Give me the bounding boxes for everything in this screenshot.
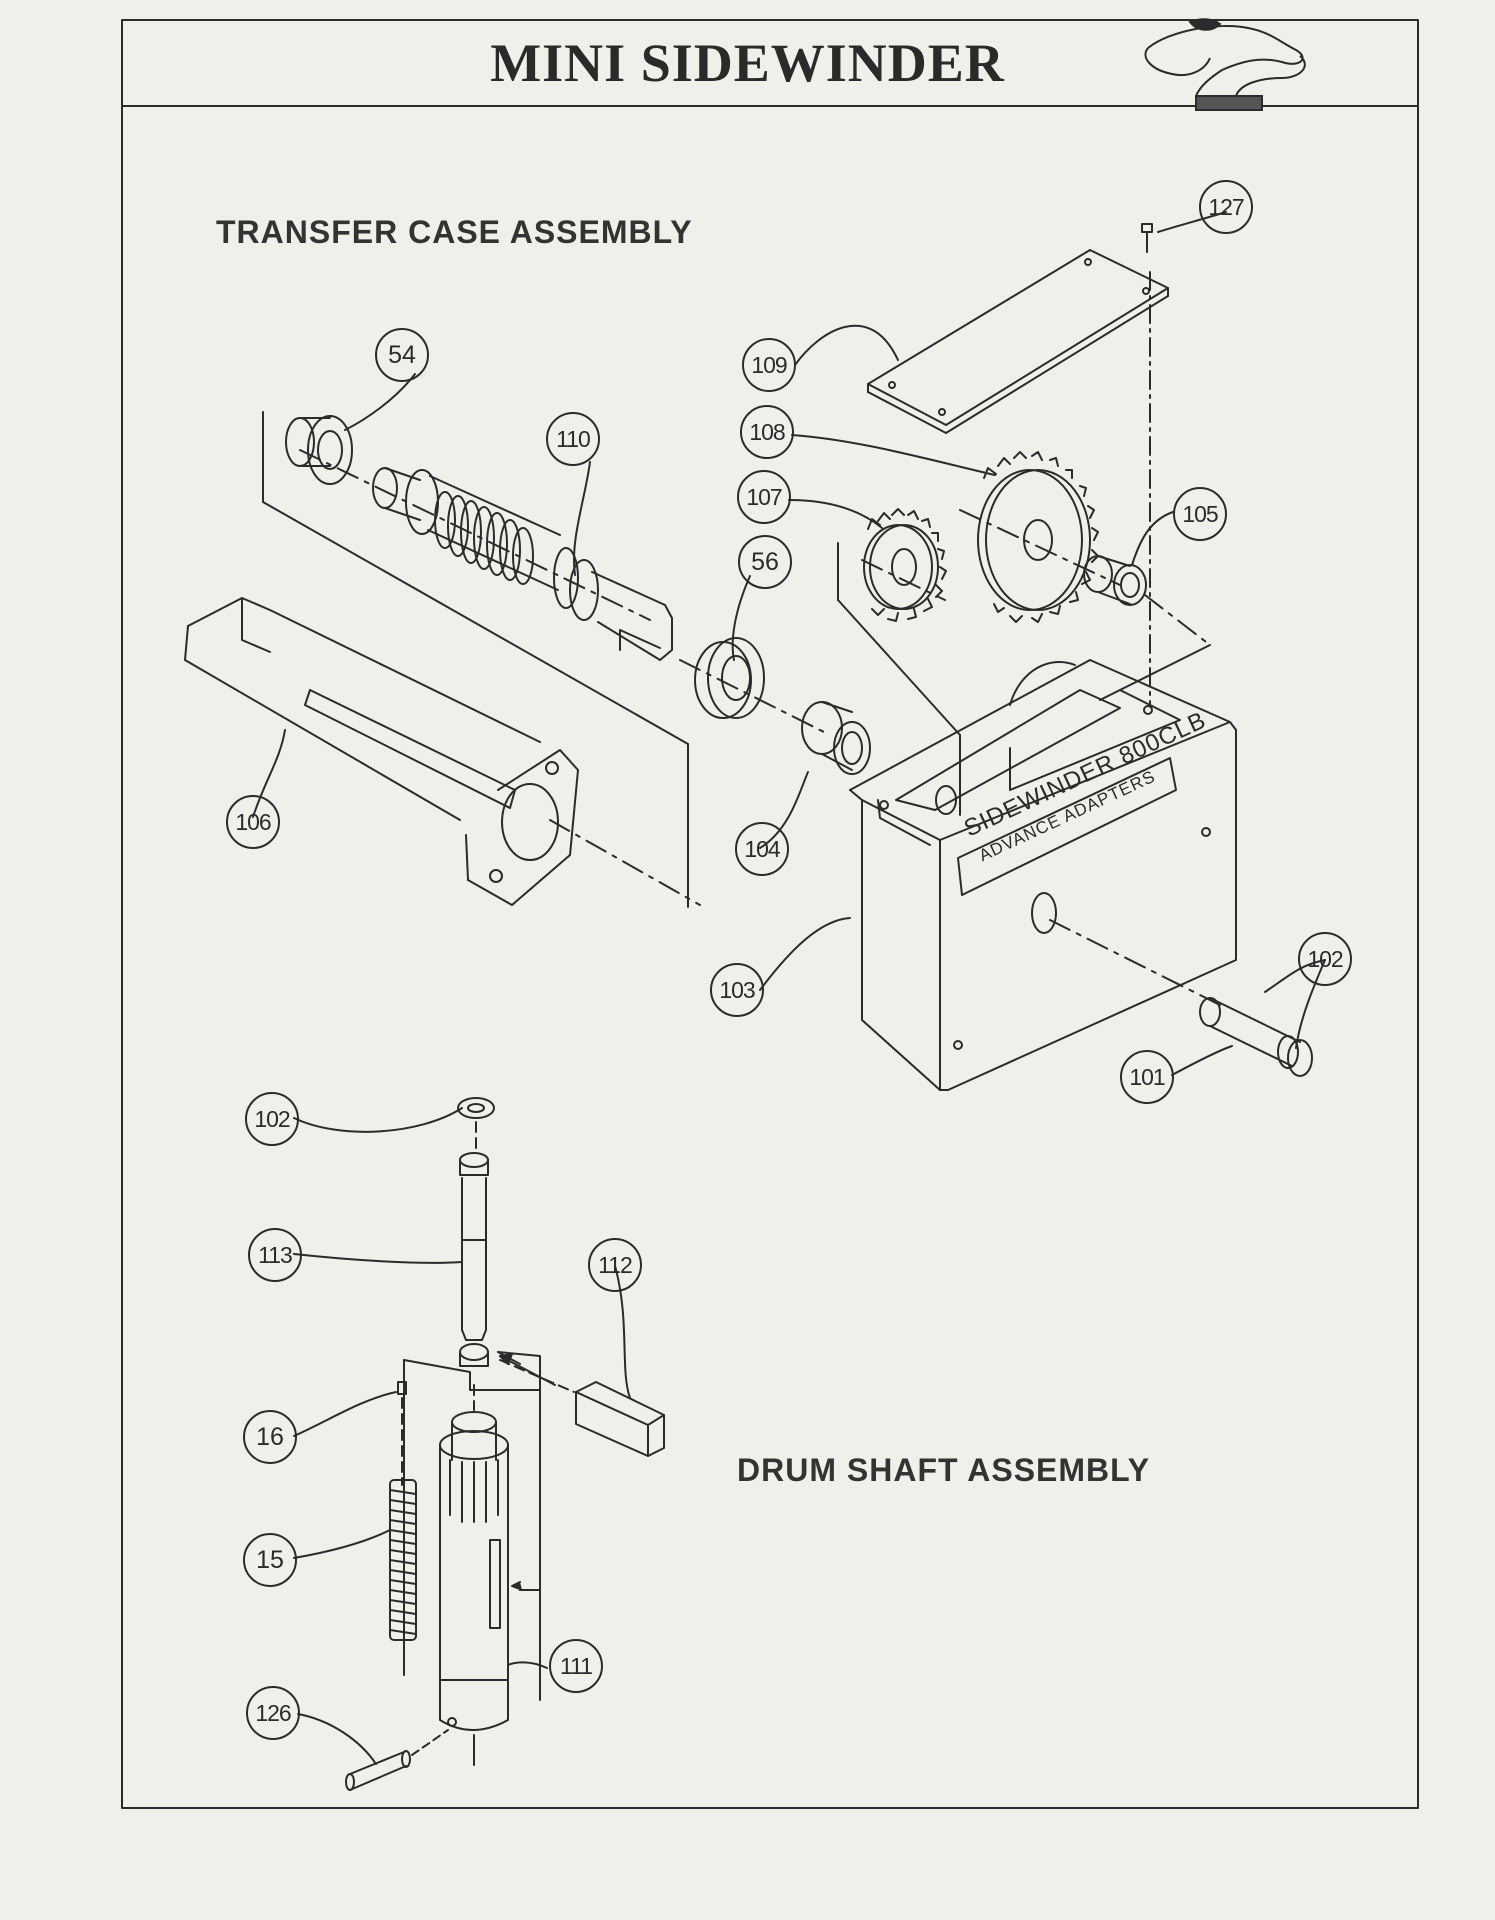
page-title: MINI SIDEWINDER xyxy=(490,33,1005,93)
part-101-pin xyxy=(1199,997,1313,1077)
callout-108: 108 xyxy=(740,405,794,459)
callout-105: 105 xyxy=(1173,487,1227,541)
part-105-bushing xyxy=(1083,555,1147,606)
part-106-tube xyxy=(184,597,579,906)
page-border xyxy=(121,19,1419,1809)
part-108-gear xyxy=(977,451,1099,623)
callout-101: 101 xyxy=(1120,1050,1174,1104)
cobra-logo-icon xyxy=(1144,18,1306,111)
part-111-drum-shaft xyxy=(439,1384,509,1766)
callout-111: 111 xyxy=(549,1639,603,1693)
callout-112: 112 xyxy=(588,1238,642,1292)
part-127-bolt xyxy=(1141,223,1153,706)
callout-102-drum: 102 xyxy=(245,1092,299,1146)
section-title-transfer-case: TRANSFER CASE ASSEMBLY xyxy=(216,214,693,250)
part-109-cover-plate xyxy=(867,249,1169,434)
part-56-bearing xyxy=(694,637,765,719)
callout-104: 104 xyxy=(735,822,789,876)
part-110-worm-shaft xyxy=(372,467,673,661)
part-54-bushing xyxy=(285,415,353,485)
part-15-spring xyxy=(389,1479,417,1641)
callout-16: 16 xyxy=(243,1410,297,1464)
callout-127: 127 xyxy=(1199,180,1253,234)
part-107-gear xyxy=(863,508,947,622)
callout-102-top: 102 xyxy=(1298,932,1352,986)
callout-15: 15 xyxy=(243,1533,297,1587)
part-126-pin xyxy=(345,1750,411,1791)
callout-107: 107 xyxy=(737,470,791,524)
callout-126: 126 xyxy=(246,1686,300,1740)
callout-110: 110 xyxy=(546,412,600,466)
part-113-shaft xyxy=(459,1152,489,1367)
part-16-pin xyxy=(397,1381,407,1486)
callout-109: 109 xyxy=(742,338,796,392)
callout-106: 106 xyxy=(226,795,280,849)
part-104-bushing xyxy=(801,701,871,775)
part-112-key xyxy=(575,1381,665,1457)
plane-line-2 xyxy=(403,1359,541,1701)
callout-103: 103 xyxy=(710,963,764,1017)
section-title-drum-shaft: DRUM SHAFT ASSEMBLY xyxy=(737,1452,1151,1488)
part-102-washer xyxy=(457,1097,495,1119)
part-103-housing xyxy=(849,659,1237,1091)
callout-54: 54 xyxy=(375,328,429,382)
callout-113: 113 xyxy=(248,1228,302,1282)
callout-56: 56 xyxy=(738,535,792,589)
